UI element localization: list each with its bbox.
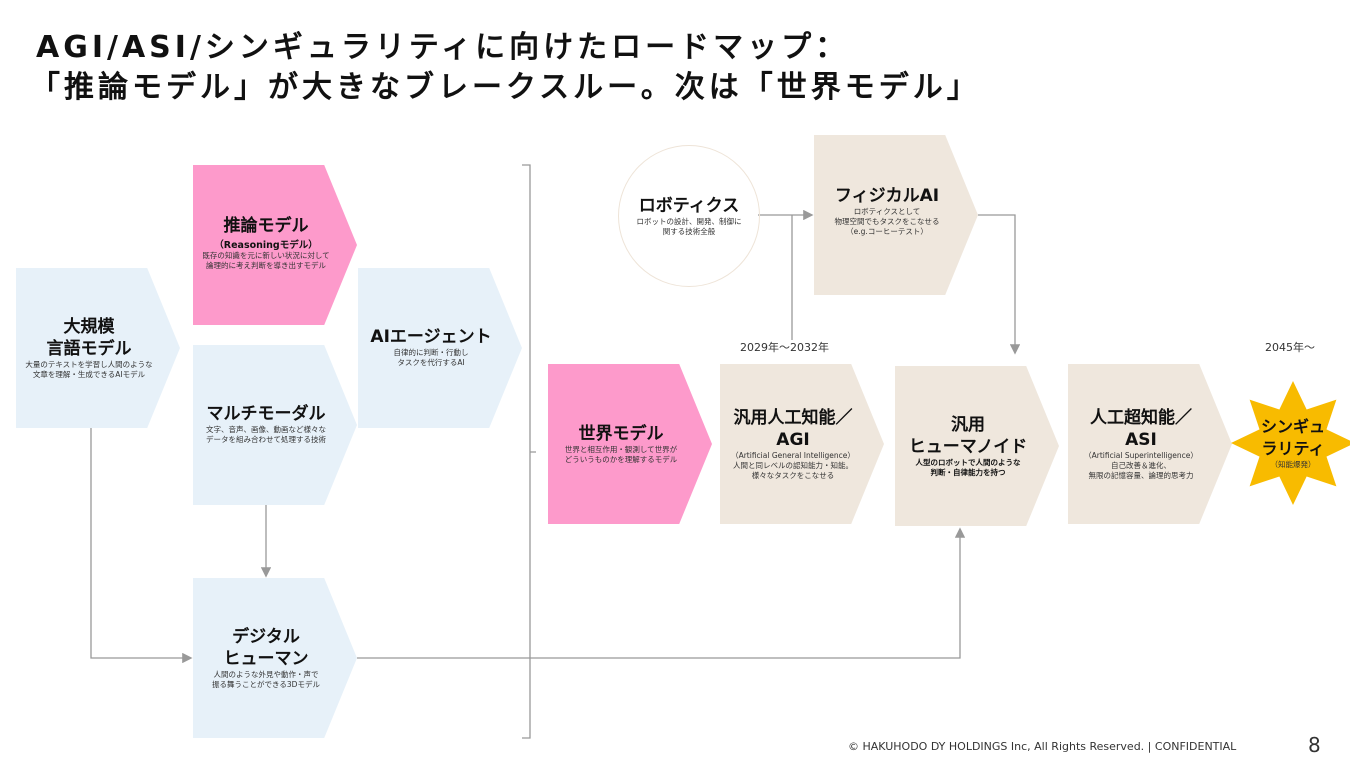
agent-desc-1: 自律的に判断・行動し [393,348,469,357]
digital-desc-1: 人間のような外見や動作・声で [213,670,319,679]
singularity-desc: （知能爆発） [1270,460,1316,469]
humanoid-desc-1: 人型のロボットで人間のような [915,458,1021,467]
node-ai-agent: AIエージェント 自律的に判断・行動し タスクを代行するAI [358,268,522,428]
year-singularity: 2045年～ [1265,341,1315,354]
physical-desc-3: （e.g.コーヒーテスト） [846,227,928,236]
title-line-1: AGI/ASI/シンギュラリティに向けたロードマップ： [36,30,850,65]
world-desc-1: 世界と相互作用・観測して世界が [564,445,678,454]
page-number: 8 [1308,733,1321,757]
singularity-title-1: シンギュ [1260,417,1325,436]
connector-llm-digital [90,428,193,664]
agent-desc-2: タスクを代行するAI [397,358,465,367]
robotics-title: ロボティクス [638,196,740,216]
asi-title-2: ASI [1125,430,1157,450]
agi-desc-2: 様々なタスクをこなせる [751,471,835,480]
world-desc-2: どういうものかを理解するモデル [564,455,678,464]
node-reasoning: 推論モデル （Reasoningモデル） 既存の知識を元に新しい状況に対して 論… [193,165,357,325]
connector-physical-humanoid [978,214,1021,355]
digital-title-2: ヒューマン [223,649,309,669]
node-humanoid: 汎用 ヒューマノイド 人型のロボットで人間のような 判断・自律能力を持つ [895,366,1059,526]
physical-desc-2: 物理空間でもタスクをこなせる [834,217,940,226]
connector-digital-humanoid [357,527,966,659]
asi-desc-0: （Artificial Superintelligence） [1084,451,1198,460]
footer-copyright: © HAKUHODO DY HOLDINGS Inc, All Rights R… [848,740,1237,753]
llm-title-2: 言語モデル [46,339,132,359]
llm-title-1: 大規模 [63,317,115,337]
node-multimodal: マルチモーダル 文字、音声、画像、動画など様々な データを組み合わせて処理する技… [193,345,357,505]
agi-desc-1: 人間と同レベルの認知能力・知能。 [733,461,853,470]
reasoning-desc-1: 既存の知識を元に新しい状況に対して [202,251,330,260]
bracket [522,164,536,739]
asi-title-1: 人工超知能／ [1090,408,1192,428]
node-physical-ai: フィジカルAI ロボティクスとして 物理空間でもタスクをこなせる （e.g.コー… [814,135,978,295]
digital-title-1: デジタル [232,627,300,647]
agi-title-1: 汎用人工知能／ [733,408,853,428]
node-llm: 大規模 言語モデル 大量のテキストを学習し人間のような 文章を理解・生成できるA… [16,268,180,428]
world-title: 世界モデル [578,424,664,444]
asi-desc-2: 無限の記憶容量、論理的思考力 [1088,471,1194,480]
agi-title-2: AGI [776,430,810,450]
node-agi: 汎用人工知能／ AGI （Artificial General Intellig… [720,364,884,524]
robotics-desc-1: ロボットの設計、開発、制御に [636,217,742,226]
multimodal-title: マルチモーダル [206,404,326,424]
robotics-desc-2: 関する技術全般 [662,227,716,236]
reasoning-title: 推論モデル [223,216,309,236]
year-agi: 2029年～2032年 [740,341,829,354]
node-world-model: 世界モデル 世界と相互作用・観測して世界が どういうものかを理解するモデル [548,364,712,524]
asi-desc-1: 自己改善＆進化、 [1111,461,1171,470]
physical-title: フィジカルAI [834,186,940,206]
singularity-title-2: ラリティ [1261,439,1325,458]
digital-desc-2: 振る舞うことができる3Dモデル [212,680,320,689]
title-line-2: 「推論モデル」が大きなブレークスルー。次は「世界モデル」 [30,70,981,105]
agent-title: AIエージェント [370,327,492,347]
reasoning-desc-2: 論理的に考え判断を導き出すモデル [206,261,326,270]
llm-desc-1: 大量のテキストを学習し人間のような [25,360,153,369]
multimodal-desc-1: 文字、音声、画像、動画など様々な [206,425,326,434]
llm-desc-2: 文章を理解・生成できるAIモデル [32,370,146,379]
node-asi: 人工超知能／ ASI （Artificial Superintelligence… [1068,364,1232,524]
humanoid-title-1: 汎用 [951,415,985,435]
node-robotics: ロボティクス ロボットの設計、開発、制御に 関する技術全般 [618,145,760,287]
humanoid-title-2: ヒューマノイド [908,437,1028,457]
reasoning-subtitle: （Reasoningモデル） [214,240,318,251]
physical-desc-1: ロボティクスとして [853,207,921,216]
multimodal-desc-2: データを組み合わせて処理する技術 [206,435,326,444]
agi-desc-0: （Artificial General Intelligence） [731,451,855,460]
node-digital-human: デジタル ヒューマン 人間のような外見や動作・声で 振る舞うことができる3Dモデ… [193,578,357,738]
humanoid-desc-2: 判断・自律能力を持つ [930,468,1006,477]
